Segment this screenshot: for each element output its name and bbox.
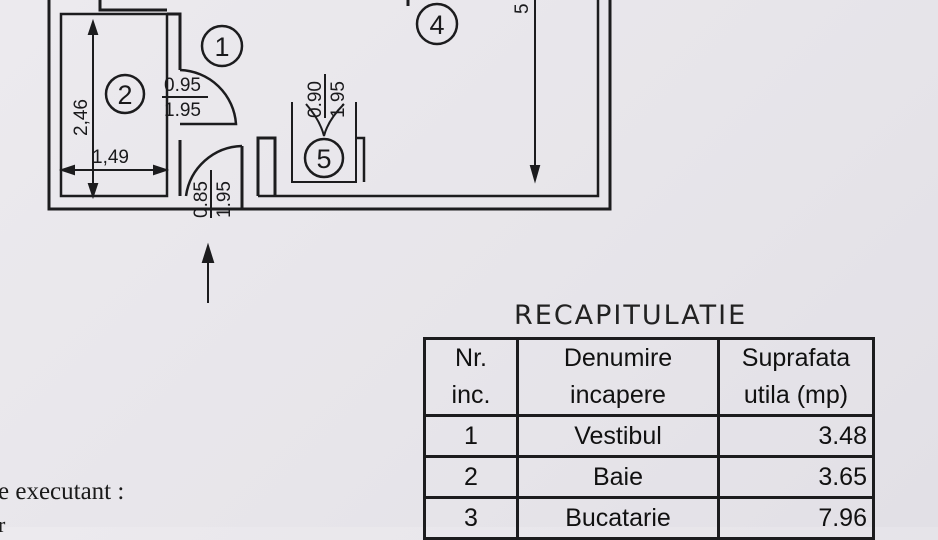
door-entry-height: 1.95 — [214, 181, 235, 218]
wall-bottom-main — [242, 0, 612, 211]
wall-bath-right — [167, 12, 182, 70]
room-circle-2 — [104, 73, 146, 115]
header-area-line2: utila (mp) — [743, 381, 849, 409]
dim-room4-partial: 5 — [512, 3, 533, 14]
row-name: Vestibul — [516, 414, 720, 458]
room-number-1: 1 — [214, 32, 229, 62]
door-arc-entry — [184, 144, 243, 197]
table-row: 2 Baie 3.65 — [423, 455, 875, 499]
door-bath-height: 1.95 — [164, 100, 201, 121]
row-name: Bucatarie — [516, 496, 720, 540]
row-area: 7.96 — [717, 496, 875, 540]
row-area: 3.65 — [717, 455, 875, 499]
row-nr: 3 — [423, 496, 519, 540]
wall-niche-right — [356, 136, 366, 182]
dim-bath-height: 2,46 — [71, 99, 92, 136]
footer-partial-text: r — [0, 512, 6, 537]
header-name: Denumire incapere — [516, 337, 720, 417]
room-number-4: 4 — [429, 10, 444, 40]
door-entry-width: 0.85 — [191, 181, 212, 218]
row-name: Baie — [516, 455, 720, 499]
recap-table: Nr. inc. Denumire incapere Suprafata uti… — [423, 337, 875, 540]
dim-bath-width: 1,49 — [92, 147, 129, 168]
header-name-line1: Denumire — [563, 344, 673, 372]
executant-label: e executant : — [0, 478, 125, 505]
wall-niche — [291, 102, 357, 183]
wall-outer-left — [47, 0, 242, 211]
floor-plan-drawing: 1 2 4 5 2,46 1,49 0.95 1.95 0.85 1.95 0.… — [47, 0, 612, 303]
room-circle-4 — [415, 2, 459, 46]
door-arc-bath — [179, 68, 238, 126]
header-nr-line2: inc. — [451, 381, 491, 409]
wall-step — [256, 136, 277, 196]
header-area: Suprafata utila (mp) — [717, 337, 875, 417]
row-nr: 1 — [423, 414, 519, 458]
table-row: 3 Bucatarie 7.96 — [423, 496, 875, 540]
room-number-2: 2 — [117, 80, 132, 110]
recap-title: RECAPITULATIE — [514, 300, 748, 331]
row-nr: 2 — [423, 455, 519, 499]
row-area: 3.48 — [717, 414, 875, 458]
header-nr: Nr. inc. — [423, 337, 519, 417]
room-number-5: 5 — [316, 144, 331, 174]
door-bath-width: 0.95 — [164, 75, 201, 96]
room-circle-1 — [200, 24, 244, 68]
header-nr-line1: Nr. — [455, 344, 487, 372]
room-circle-5 — [303, 137, 345, 179]
wall-inner-bath — [59, 12, 169, 198]
wall-bottom-inner — [258, 0, 600, 198]
wall-bath-top-stub — [98, 0, 167, 12]
door-room5-height: 1.95 — [328, 81, 349, 118]
door-arc-room5 — [305, 103, 345, 137]
header-name-line2: incapere — [570, 381, 666, 409]
door-room5-width: 0.90 — [305, 81, 326, 118]
table-row: 1 Vestibul 3.48 — [423, 414, 875, 458]
header-area-line1: Suprafata — [741, 344, 851, 372]
table-header-row: Nr. inc. Denumire incapere Suprafata uti… — [423, 337, 875, 417]
